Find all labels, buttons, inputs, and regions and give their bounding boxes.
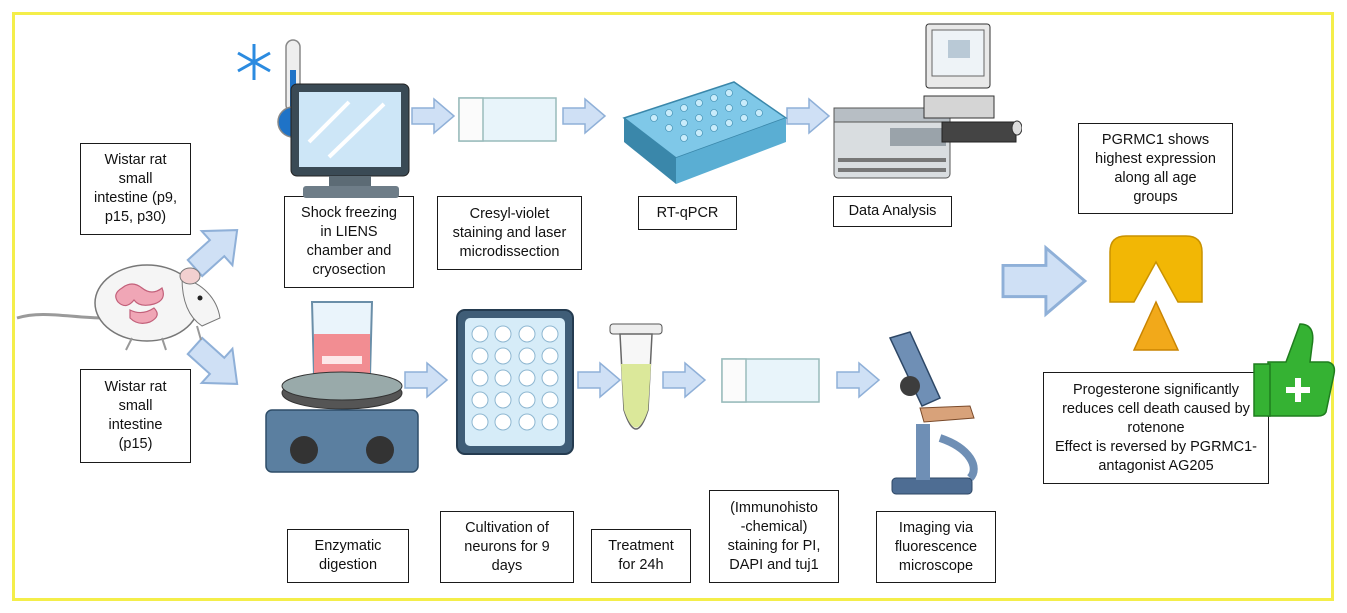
pcr-plate-icon	[622, 81, 788, 184]
rat-icon	[16, 264, 221, 351]
arrow-tube-to-slide	[662, 362, 706, 398]
spectrometer-icon	[833, 107, 951, 179]
slide-icon	[458, 97, 557, 142]
arrow-freeze-to-slide	[411, 98, 455, 134]
cresyl-violet-label: Cresyl-violet staining and laser microdi…	[437, 196, 582, 270]
thumbs-up-icon	[1253, 323, 1336, 417]
enzymatic-digestion-label: Enzymatic digestion	[287, 529, 409, 583]
tube-icon	[609, 323, 663, 430]
cryostat-icon	[290, 83, 410, 198]
slide-icon	[721, 358, 820, 403]
arrow-to-results	[1001, 246, 1087, 316]
arrow-slide-to-pcr	[562, 98, 606, 134]
hotplate-beaker-icon	[265, 301, 419, 473]
shock-freezing-label: Shock freezing in LIENS chamber and cryo…	[284, 196, 414, 288]
data-analysis-label: Data Analysis	[833, 196, 952, 227]
balance-scale-icon	[1109, 235, 1203, 351]
well-plate-icon	[456, 309, 574, 455]
pgrmc1-result-label: PGRMC1 shows highest expression along al…	[1078, 123, 1233, 214]
microscope-icon	[888, 331, 978, 495]
cultivation-label: Cultivation of neurons for 9 days	[440, 511, 574, 583]
rt-qpcr-label: RT-qPCR	[638, 196, 737, 230]
treatment-label: Treatment for 24h	[591, 529, 691, 583]
rat-bottom-label: Wistar rat small intestine (p15)	[80, 369, 191, 463]
snowflake-icon	[237, 44, 271, 80]
imaging-label: Imaging via fluorescence microscope	[876, 511, 996, 583]
diagram-frame	[12, 12, 1334, 601]
computer-icon	[923, 23, 1022, 143]
rat-top-label: Wistar rat small intestine (p9, p15, p30…	[80, 143, 191, 235]
progesterone-result-label: Progesterone significantly reduces cell …	[1043, 372, 1269, 484]
staining-label: (Immunohisto -chemical) staining for PI,…	[709, 490, 839, 583]
